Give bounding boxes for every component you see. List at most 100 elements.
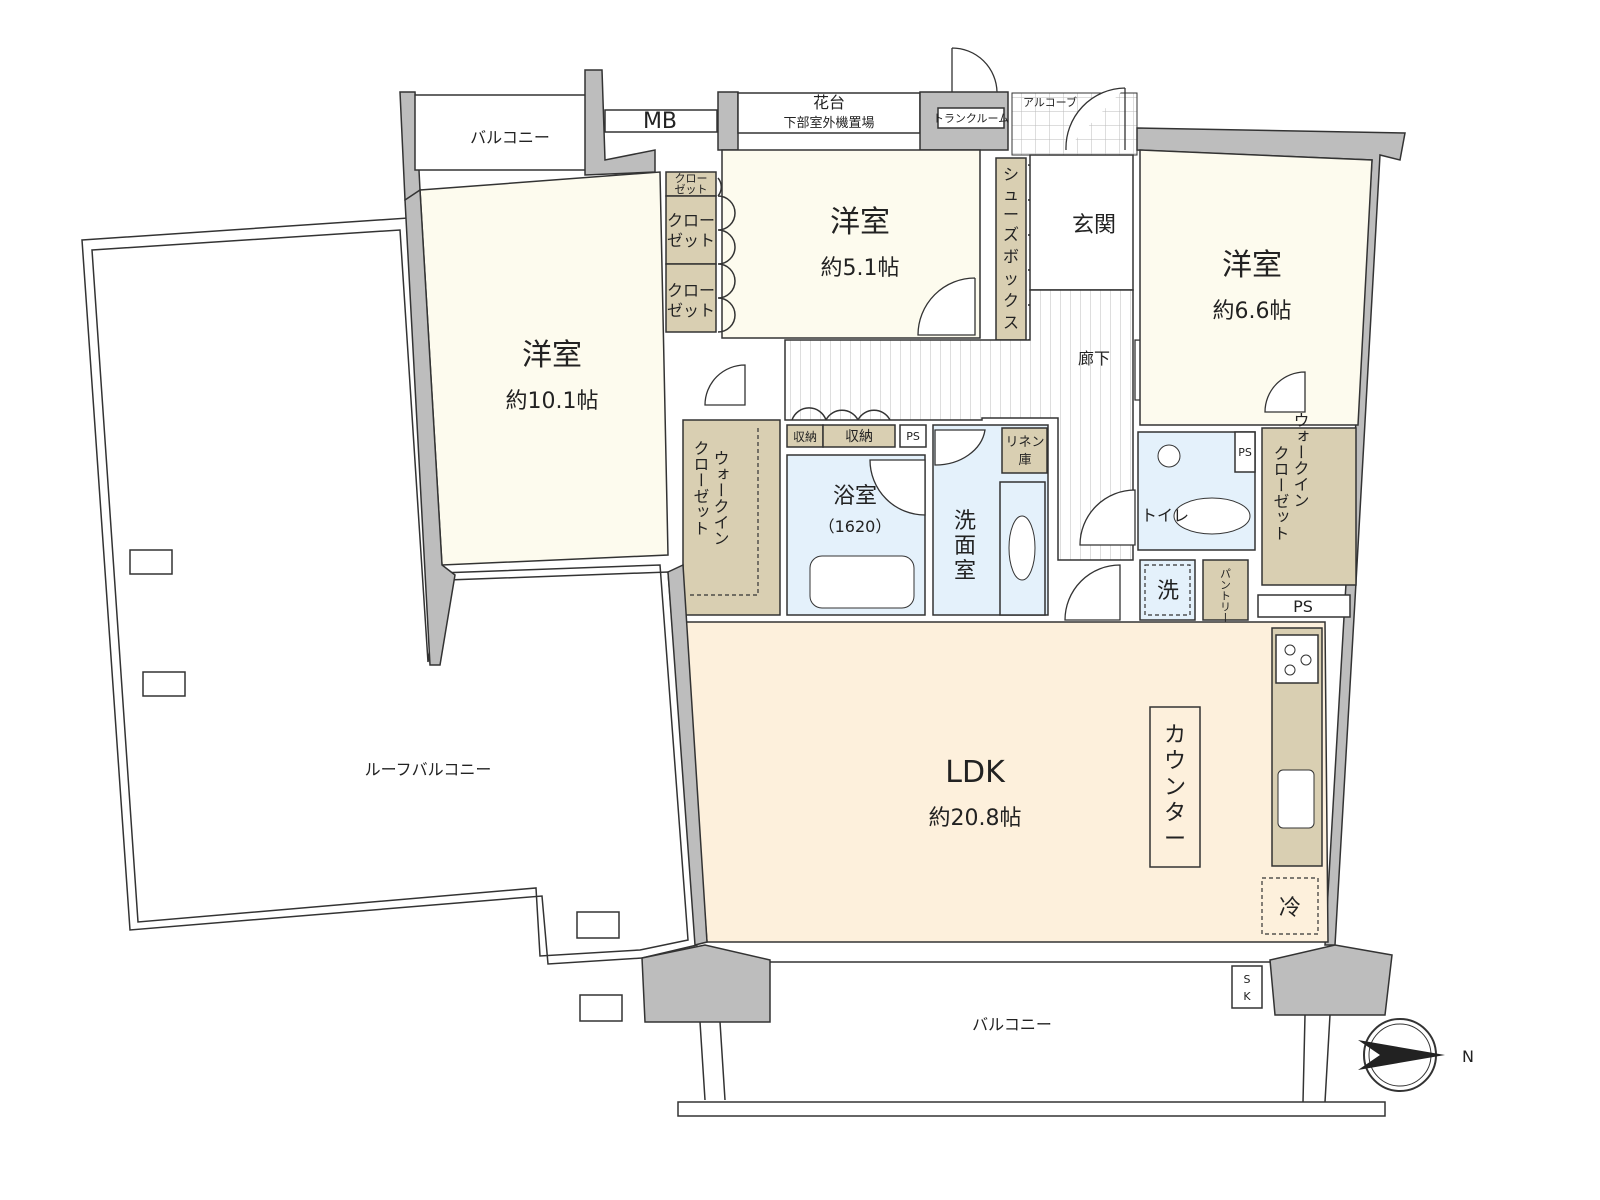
trunk-door[interactable] [951,47,998,93]
hallway [784,289,1134,561]
svg-text:ッ: ッ [1003,269,1019,288]
west-walkin-closet [682,419,781,616]
ps-label: PS [1293,597,1313,616]
pantry [1202,559,1249,621]
bath-door[interactable] [869,459,926,516]
west-wall [404,188,456,666]
bath-label: 浴室 [833,484,877,509]
hand-sink-icon [1157,444,1181,468]
compass-north-label: N [1462,1047,1474,1066]
planter-sub-label: 下部室外機置場 [783,115,874,131]
mb-box [604,109,718,133]
west-bedroom-size: 約10.1帖 [506,389,599,414]
storage-doors[interactable] [791,407,891,421]
shoe-box-label: シ ュ ー ズ ボ ッ ク ス [1003,165,1019,332]
linen-label: リネン [1005,435,1044,450]
hallway-label: 廊下 [1078,349,1110,368]
bath-ps [899,424,927,448]
counter-label: カ ウ ン タ ー [1164,723,1186,852]
closet-small-label-2: ゼット [675,183,708,196]
ldk-size: 約20.8帖 [929,806,1022,831]
counter [1149,706,1201,868]
svg-text:ク: ク [1003,291,1019,310]
north-bedroom-name: 洋室 [830,205,890,240]
svg-text:ス: ス [1003,313,1019,332]
ps-box [1257,594,1351,618]
washroom-label-3: 室 [954,559,976,584]
east-bedroom-name: 洋室 [1222,248,1282,283]
planter-box [737,92,921,134]
pantry-label: パントリー [1219,568,1232,623]
svg-text:シ: シ [1003,165,1019,184]
svg-text:ュ: ュ [1003,185,1019,204]
linen-closet [1001,427,1048,474]
sink-icon [1008,515,1036,581]
planter-label: 花台 [813,93,845,112]
storage-label: 収納 [845,429,873,445]
kitchen-sink-icon [1277,769,1315,829]
east-wic-label: ウォークイン [1291,412,1310,508]
east-bedroom-size: 約6.6帖 [1213,299,1292,324]
ldk-name: LDK [945,755,1006,790]
compass: N [1358,1018,1474,1092]
bath-size: （1620） [819,517,892,536]
washroom-label-2: 面 [954,534,976,559]
alcove-label: アルコーブ [1023,95,1077,109]
trunk-room-box [937,107,1005,129]
closet-small-label: クロー [675,172,708,185]
svg-text:カ: カ [1164,723,1186,748]
east-wic-label-2: クローゼット [1271,445,1290,541]
east-wic-door[interactable] [1264,371,1306,413]
svg-text:ズ: ズ [1003,225,1019,244]
west-bedroom-door[interactable] [704,364,746,406]
svg-text:ー: ー [1003,205,1019,224]
ldk-door[interactable] [1064,564,1121,621]
svg-text:タ: タ [1164,801,1186,826]
closet-label-2: ゼット [667,301,715,320]
bathtub-icon [809,555,915,609]
stove-icon [1275,634,1319,684]
storage [822,424,896,448]
bottom-balcony: S K バルコニー [641,944,1393,1117]
west-wic-label-2: クローゼット [691,440,710,536]
front-door[interactable] [1065,87,1126,151]
toilet-icon [1173,497,1251,535]
west-bedroom-name: 洋室 [522,338,582,373]
east-bedroom [1139,149,1373,426]
svg-text:ン: ン [1164,775,1186,800]
storage-label: 収納 [793,430,817,444]
closet-label: クロー [667,211,715,230]
toilet-ps-label: PS [1238,446,1252,459]
ldk-west-wall [667,563,708,946]
east-walkin-closet [1261,427,1357,586]
sk-label: S [1244,973,1251,986]
toilet-door[interactable] [1079,489,1136,546]
north-bedroom-door[interactable] [917,277,976,336]
entrance [1029,154,1134,291]
north-bedroom-size: 約5.1帖 [821,256,900,281]
entrance-label: 玄関 [1072,213,1116,238]
ldk [682,621,1329,943]
linen-label-2: 庫 [1018,453,1031,468]
svg-text:ウ: ウ [1164,749,1186,774]
mb-label: MB [643,109,677,134]
closet-label-2: ゼット [667,231,715,250]
north-arrow-icon [1358,1040,1445,1070]
closet-label: クロー [667,281,715,300]
roof-balcony-label: ルーフバルコニー [365,760,492,779]
svg-text:ボ: ボ [1003,247,1019,266]
laundry-label: 洗 [1157,579,1179,604]
bottom-balcony-label: バルコニー [972,1015,1052,1034]
toilet-label: トイレ [1141,506,1189,525]
laundry-space [1139,559,1196,621]
trunk-room-label: トランクルーム [933,112,1009,125]
closets: クロー ゼット クロー ゼット クロー ゼット [665,171,736,333]
top-balcony-label: バルコニー [470,128,550,147]
west-wic-label: ウォークイン [711,450,730,546]
fridge-label: 冷 [1279,896,1301,921]
washroom-door[interactable] [934,429,986,466]
top-balcony: バルコニー [399,69,656,201]
toilet-ps [1234,431,1256,473]
washroom-label: 洗 [954,509,976,534]
